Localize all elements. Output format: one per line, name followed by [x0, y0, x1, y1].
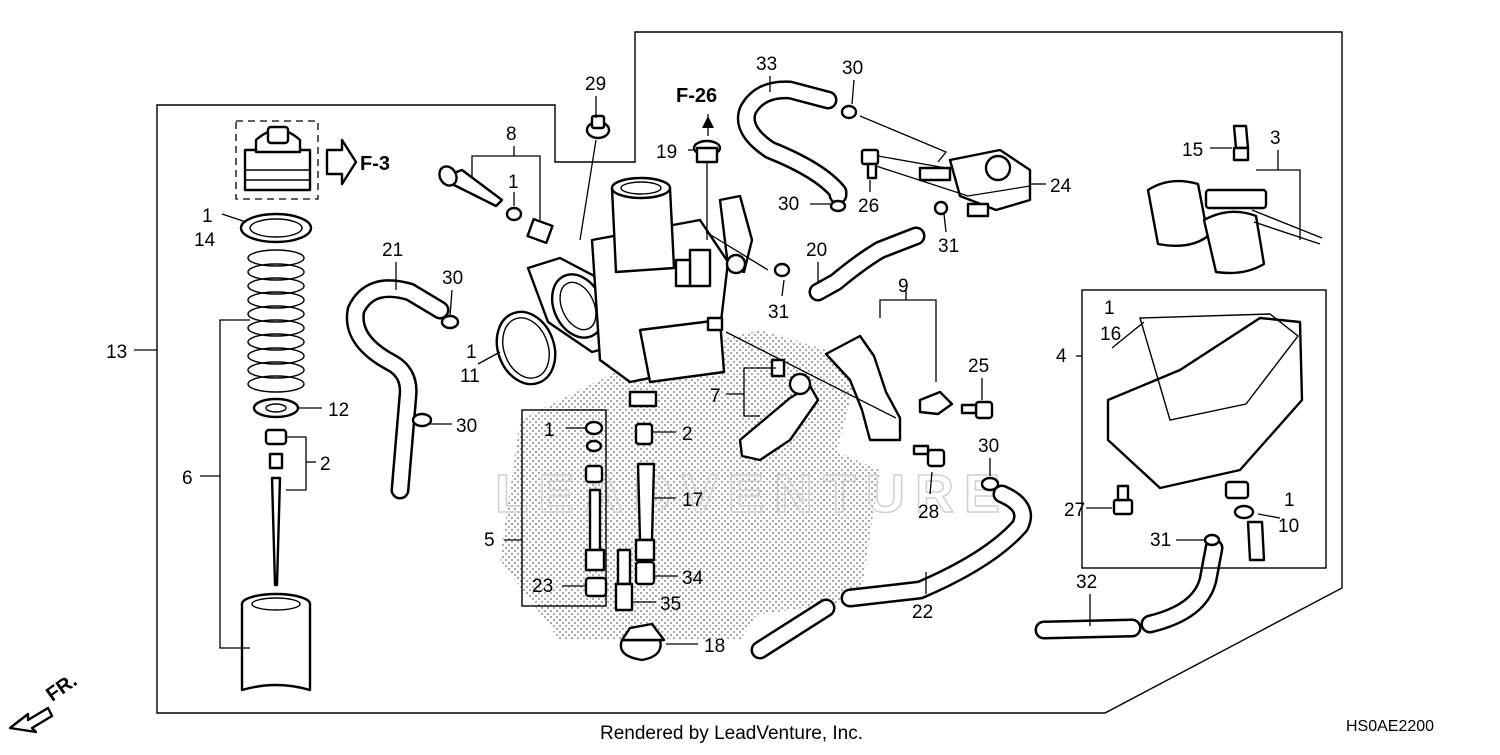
- up-arrow-icon: [702, 116, 714, 128]
- cap-18: [619, 622, 666, 662]
- callout-14: 14: [194, 230, 216, 251]
- hose-22: [750, 484, 1033, 660]
- hose-clips: [411, 104, 1221, 547]
- callout-24: 24: [1050, 176, 1072, 197]
- callout-25: 25: [968, 356, 989, 377]
- slide-assembly: [239, 125, 358, 692]
- screw-28: [912, 444, 946, 468]
- callout-1: 1: [508, 172, 519, 193]
- hose-21: [345, 279, 450, 500]
- jet-group-box-5: [521, 409, 607, 607]
- callout-2: 2: [320, 454, 331, 475]
- callout-15: 15: [1182, 140, 1203, 161]
- direction-label: FR.: [42, 670, 81, 707]
- callout-1: 1: [1104, 298, 1115, 319]
- callout-23: 23: [532, 576, 553, 597]
- cap-29: [585, 114, 611, 140]
- callout-8: 8: [506, 124, 517, 145]
- callout-10: 10: [1278, 516, 1299, 537]
- callout-30: 30: [442, 268, 463, 289]
- float-valve-15: [1232, 124, 1250, 162]
- callout-30: 30: [978, 436, 999, 457]
- callout-31: 31: [1150, 530, 1171, 551]
- callout-30: 30: [842, 58, 863, 79]
- cap-dashed-box: [235, 120, 319, 200]
- screw-25: [960, 400, 994, 420]
- callout-7: 7: [710, 386, 721, 407]
- rendered-by-credit: Rendered by LeadVenture, Inc.: [600, 723, 863, 744]
- bracket-9: [824, 334, 954, 442]
- callout-9: 9: [898, 276, 909, 297]
- ref-f3: F-3: [360, 153, 390, 175]
- callout-17: 17: [682, 490, 703, 511]
- callout-28: 28: [918, 502, 939, 523]
- callout-18: 18: [704, 636, 725, 657]
- callout-16: 16: [1100, 324, 1121, 345]
- callout-19: 19: [656, 142, 677, 163]
- callout-31: 31: [938, 236, 959, 257]
- callout-11: 11: [460, 366, 480, 387]
- callout-3: 3: [1270, 128, 1281, 149]
- callout-20: 20: [806, 240, 827, 261]
- screw-27: [1112, 484, 1134, 516]
- callout-1: 1: [466, 342, 477, 363]
- front-direction-arrow: [8, 706, 54, 734]
- carburetor-body: [526, 176, 754, 408]
- callout-33: 33: [756, 54, 777, 75]
- ref-f26: F-26: [676, 85, 717, 107]
- throttle-lever-7: [738, 358, 820, 462]
- callout-21: 21: [382, 240, 403, 261]
- callout-27: 27: [1064, 500, 1085, 521]
- bolt-26: [860, 148, 880, 180]
- callout-13: 13: [106, 342, 127, 363]
- callout-1: 1: [544, 420, 555, 441]
- callout-34: 34: [682, 568, 704, 589]
- float-chamber-4: [1106, 313, 1304, 500]
- group-frame-left: [156, 31, 1343, 714]
- watermark-text: LEADVENTURE: [495, 464, 1010, 524]
- diagram-code: HS0AE2200: [1346, 718, 1434, 735]
- callout-30: 30: [456, 416, 477, 437]
- hose-32: [1034, 538, 1224, 640]
- callout-29: 29: [585, 74, 606, 95]
- callout-5: 5: [484, 530, 495, 551]
- callout-2: 2: [682, 424, 693, 445]
- leader-lines: [134, 76, 1301, 649]
- jets-35: [614, 548, 634, 612]
- float-chamber-box-4: [1081, 289, 1327, 569]
- callout-1: 1: [202, 206, 213, 227]
- callout-12: 12: [328, 400, 349, 421]
- pilot-screw-8: [438, 165, 554, 245]
- callout-26: 26: [858, 196, 879, 217]
- hose-20: [808, 226, 926, 302]
- callout-1: 1: [1284, 490, 1295, 511]
- callout-32: 32: [1076, 572, 1097, 593]
- callout-6: 6: [182, 468, 193, 489]
- jets-17: [634, 422, 656, 586]
- callout-30: 30: [778, 194, 799, 215]
- callout-22: 22: [912, 602, 933, 623]
- callout-35: 35: [660, 594, 681, 615]
- air-cut-valve-24: [918, 148, 1032, 218]
- drain-screw-10: [1233, 504, 1266, 562]
- hose-33: [736, 80, 848, 205]
- float-3: [1146, 179, 1323, 275]
- callout-4: 4: [1056, 346, 1067, 367]
- fitting-19: [692, 139, 722, 164]
- callout-31: 31: [768, 302, 789, 323]
